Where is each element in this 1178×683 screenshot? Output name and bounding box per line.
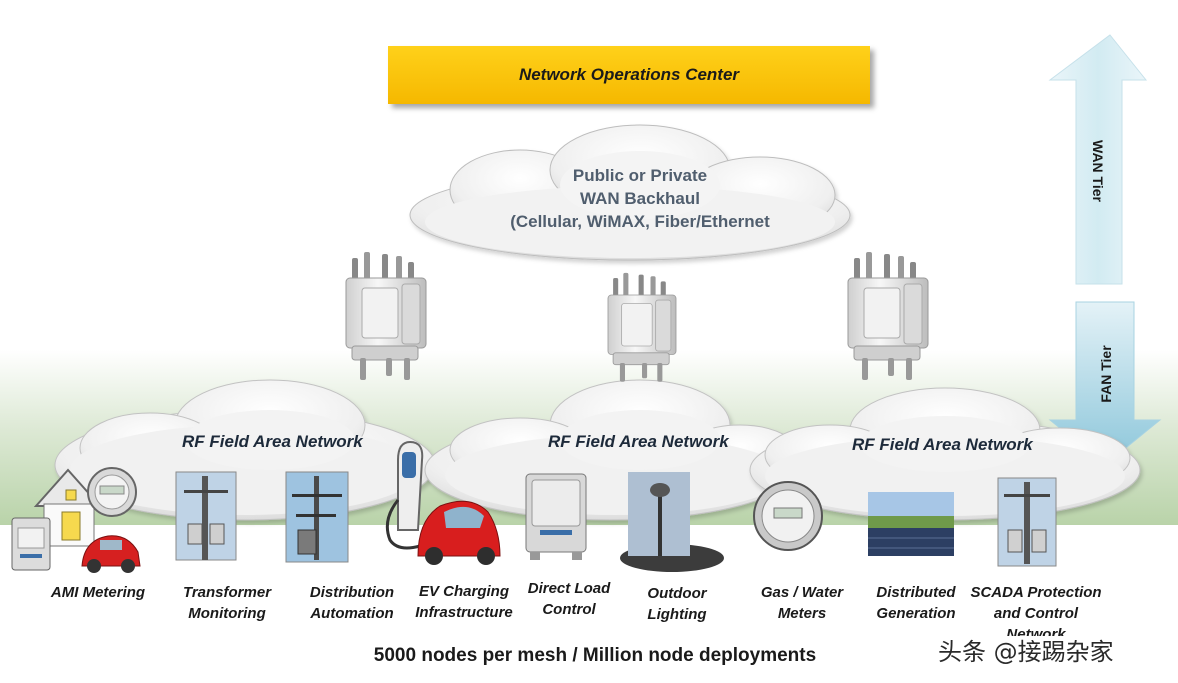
wan-cloud-line-2: WAN Backhaul [580,189,700,208]
gas-water-meter-icon [753,481,823,551]
router-icon [847,251,929,381]
wan-cloud-text: Public or Private WAN Backhaul (Cellular… [470,164,810,233]
scada-pole-icon [997,477,1057,567]
device-label-gas-water: Gas / Water Meters [742,582,862,624]
device-label-line: Lighting [647,606,707,623]
rf-cloud-middle [424,379,801,521]
street-light-icon [620,472,724,572]
ev-car-icon [417,500,501,565]
network-operations-center-box: Network Operations Center [388,46,870,104]
router-icon [345,251,427,381]
rf-cloud-label-middle: RF Field Area Network [548,432,729,451]
wan-tier-arrow [1048,34,1148,285]
device-label-line: Distributed [876,584,956,601]
fan-tier-label: FAN Tier [1098,345,1114,403]
rf-cloud-label-right: RF Field Area Network [852,435,1033,454]
house-icon [33,468,103,547]
noc-label: Network Operations Center [518,65,740,84]
device-label-line: Infrastructure [415,604,513,621]
router-icon [607,272,677,383]
car-icon [81,535,141,573]
device-label-line: AMI Metering [50,584,146,601]
wan-cloud-line-3: (Cellular, WiMAX, Fiber/Ethernet [510,212,770,231]
device-label-line: Transformer [182,584,272,601]
device-label-line: Control [542,601,596,618]
device-label-line: Network [1006,626,1066,636]
rf-cloud-label-left: RF Field Area Network [182,432,363,451]
footer-caption: 5000 nodes per mesh / Million node deplo… [373,645,817,666]
device-label-line: Monitoring [188,605,266,622]
device-label-line: SCADA Protection [970,584,1102,601]
device-label-line: Distribution [309,584,395,601]
device-label-line: Direct Load [527,580,611,597]
wan-tier-label: WAN Tier [1090,140,1106,202]
device-label-line: Gas / Water [760,584,844,601]
device-label-ami: AMI Metering [38,582,158,603]
device-label-line: Meters [777,605,827,622]
device-label-line: Generation [876,605,956,622]
transformer-pole-icon [175,471,237,561]
load-control-box-icon [525,473,587,560]
rf-cloud-right [749,387,1141,521]
device-label-direct-load: Direct Load Control [509,578,629,620]
device-label-line: Outdoor [647,585,707,602]
wan-backhaul-cloud [409,124,851,261]
meter-box-icon [11,517,51,571]
device-label-transformer: Transformer Monitoring [167,582,287,624]
watermark-text: 头条 @接踢杂家 [938,638,1114,666]
device-label-generation: Distributed Generation [856,582,976,624]
device-label-line: and Control [993,605,1079,622]
device-label-lighting: Outdoor Lighting [617,583,737,625]
solar-farm-icon [868,492,954,556]
electric-meter-icon [87,467,137,517]
device-label-line: EV Charging [418,583,509,600]
device-label-line: Automation [310,605,394,622]
device-label-distribution: Distribution Automation [292,582,412,624]
wan-cloud-line-1: Public or Private [572,166,708,185]
device-label-scada: SCADA Protection and Control Network [966,582,1106,636]
distribution-pole-icon [285,471,349,563]
device-label-ev: EV Charging Infrastructure [404,581,524,623]
ev-charger-icon [385,440,424,550]
fan-tier-arrow [1048,301,1162,466]
